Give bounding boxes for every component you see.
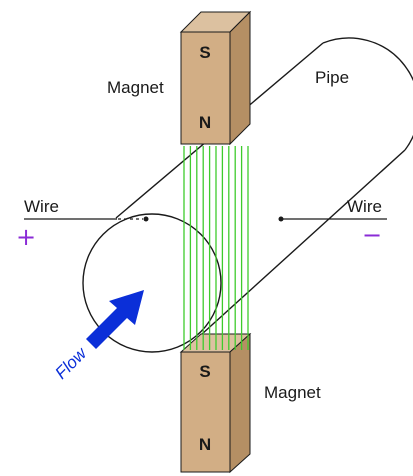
magnet-top: S N: [179, 10, 252, 146]
label-pipe: Pipe: [315, 68, 349, 87]
magnet-bottom-side-face: [229, 332, 251, 474]
pipe-far-end: [322, 37, 413, 151]
magnet-bottom-pole-n: N: [199, 435, 211, 454]
sign-minus: −: [362, 221, 382, 249]
label-wire-right: Wire: [347, 197, 382, 216]
label-wire-left: Wire: [24, 197, 59, 216]
sign-plus: +: [16, 223, 36, 251]
magnet-bottom-front-face: [180, 351, 231, 473]
label-magnet-top: Magnet: [107, 78, 164, 97]
magnet-top-pole-s: S: [199, 43, 210, 62]
wire-left: [24, 216, 149, 222]
magnet-top-side-face: [229, 10, 251, 146]
magnet-bottom-pole-s: S: [199, 362, 210, 381]
wire-right: [278, 216, 387, 222]
magnet-bottom: S N: [179, 332, 252, 474]
flow-arrow: [86, 290, 144, 349]
flow-arrow-icon: [86, 290, 144, 349]
electrode-left: [143, 216, 149, 222]
pipe-near-opening: [82, 213, 222, 353]
magnet-top-front-face: [180, 31, 231, 145]
label-flow: Flow: [51, 343, 91, 383]
label-magnet-bottom: Magnet: [264, 383, 321, 402]
electrode-right: [278, 216, 284, 222]
magnet-top-pole-n: N: [199, 113, 211, 132]
magnetic-field-lines: [183, 146, 249, 350]
